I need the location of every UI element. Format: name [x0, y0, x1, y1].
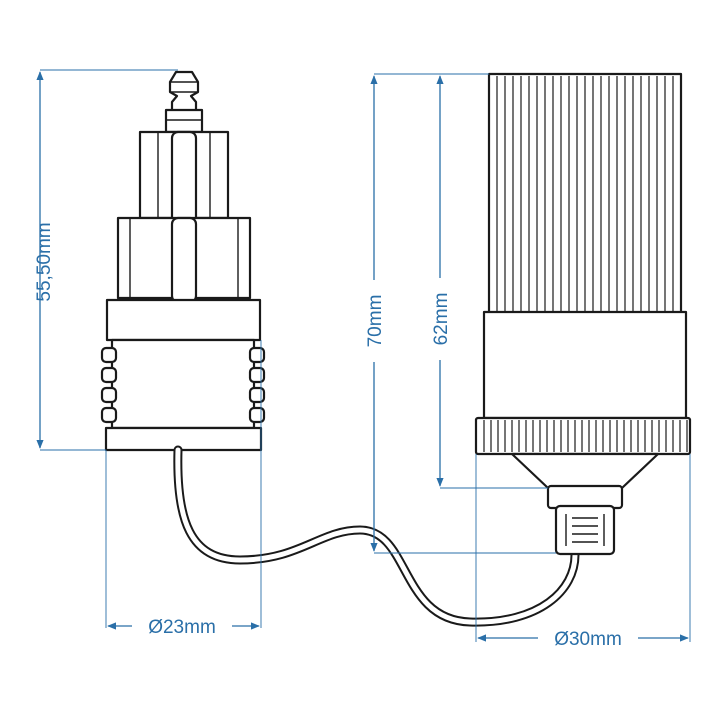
- plug-adapter: [100, 70, 266, 452]
- plug-band: [105, 298, 262, 342]
- socket-height-label: 62mm: [431, 293, 452, 346]
- plug-diameter-label: Ø23mm: [148, 617, 216, 638]
- dimension-annotations: 55,50mm Ø23mm 70mm 62mm: [34, 69, 691, 650]
- connecting-cable: [173, 445, 580, 627]
- plug-grip: [100, 338, 266, 430]
- dimension-plug-diameter: Ø23mm: [105, 340, 262, 638]
- socket-taper: [510, 452, 660, 490]
- socket-ribbed-body: [487, 72, 683, 316]
- socket-knurled-ring: [474, 416, 692, 456]
- dimension-socket-height: 62mm: [428, 73, 548, 489]
- socket-diameter-label: Ø30mm: [554, 629, 622, 650]
- socket-adapter: [474, 72, 692, 556]
- plug-bottom-cap: [104, 426, 263, 452]
- plug-tip-pin: [164, 70, 204, 134]
- plug-collar: [116, 216, 252, 304]
- total-height-label: 70mm: [365, 295, 386, 348]
- socket-strain-relief: [546, 484, 624, 556]
- dimension-total-height: 70mm: [362, 73, 556, 554]
- dimension-plug-height: 55,50mm: [34, 69, 178, 451]
- socket-ribs: [496, 76, 674, 312]
- dimension-socket-diameter: Ø30mm: [475, 454, 691, 650]
- plug-height-label: 55,50mm: [34, 222, 55, 301]
- ring-ribs: [483, 420, 688, 452]
- socket-middle-section: [482, 310, 688, 420]
